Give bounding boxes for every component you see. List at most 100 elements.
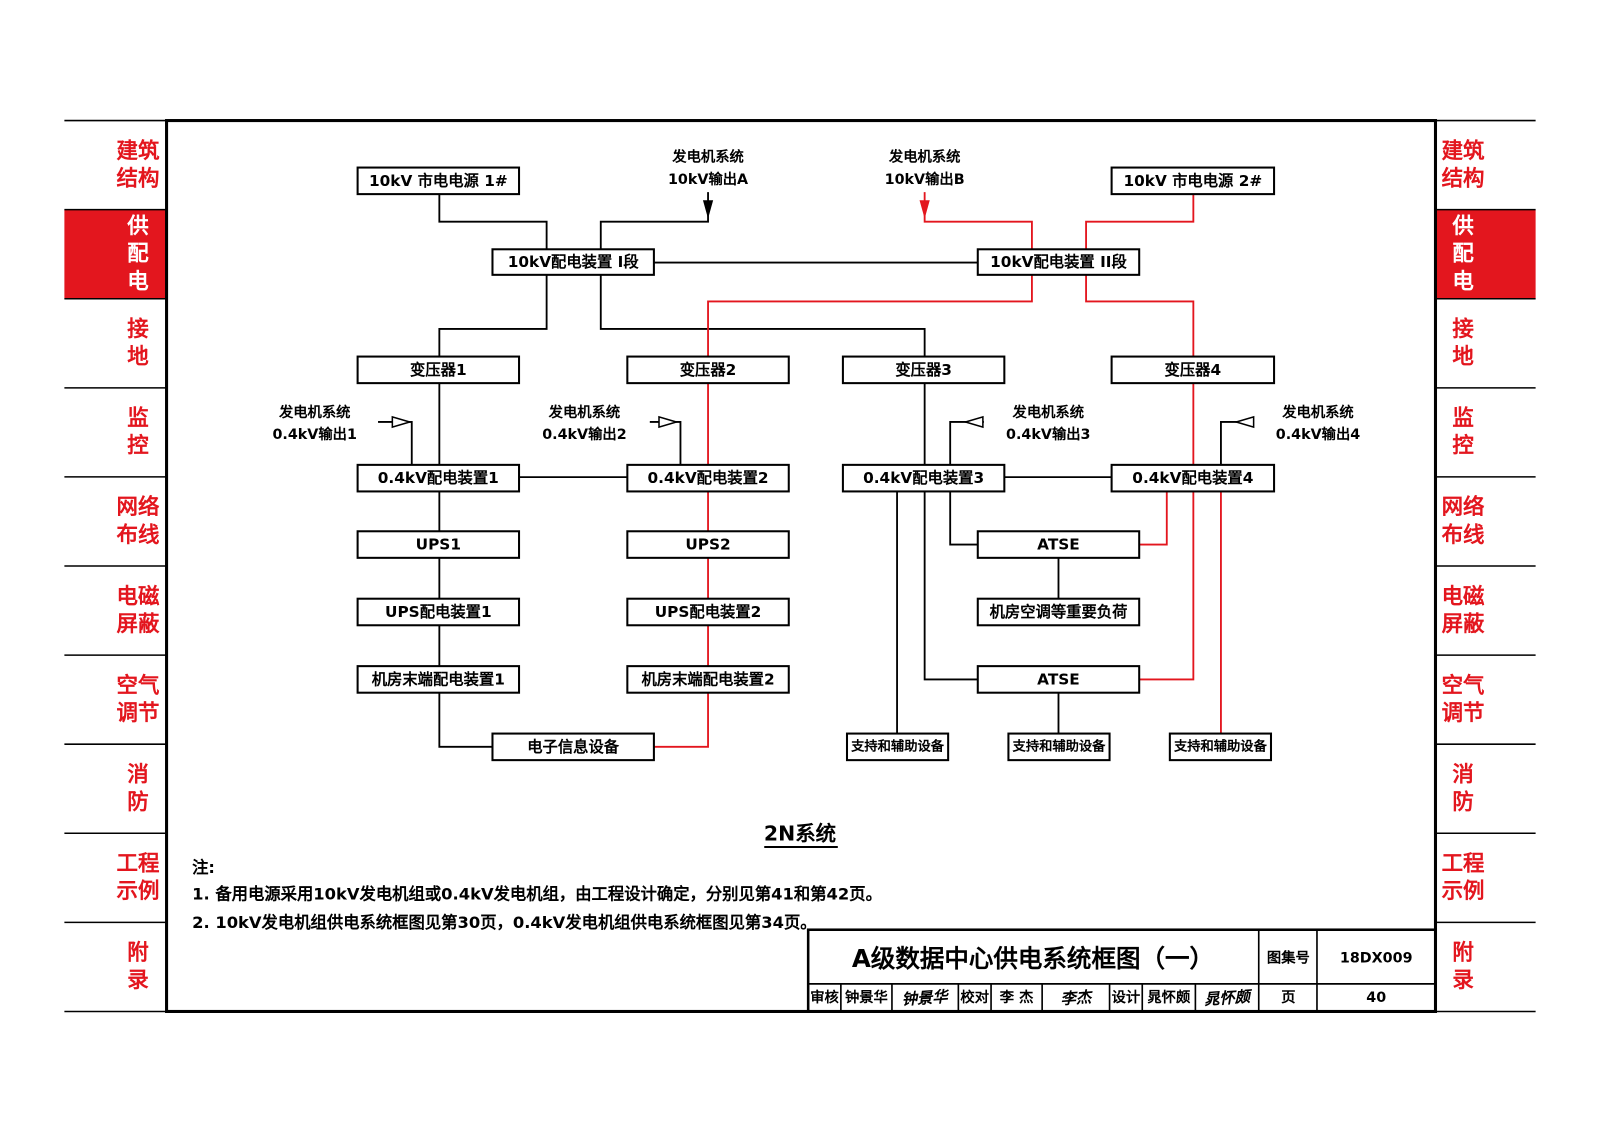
side-tab-label: 接 [1452, 317, 1474, 342]
system-title: 2N系统 [764, 822, 838, 848]
side-tab-label: 地 [127, 345, 149, 370]
side-tab-label: 调节 [1442, 701, 1485, 726]
utility-source-1: 10kV 市电电源 1# [356, 166, 521, 196]
arrow-down-icon [919, 200, 930, 219]
arrow-right-hollow-icon [391, 415, 413, 429]
wire-utility2-to-bus2 [1085, 194, 1195, 250]
note-item-2: 2. 10kV发电机组供电系统框图见第30页，0.4kV发电机组供电系统框图见第… [192, 913, 817, 932]
checker-signature: 李杰 [1060, 988, 1094, 1008]
gen-04kv-4-label-line1: 发电机系统 [1281, 403, 1353, 421]
drawing-frame [165, 119, 1438, 1013]
wire-lv4-to-atse2 [1139, 491, 1195, 681]
wire-gen04-1 [378, 421, 413, 465]
notes-heading: 注: [192, 858, 215, 877]
side-tab-label: 接 [127, 317, 149, 342]
mv-bus-1-label: 10kV配电装置 I段 [508, 253, 640, 271]
side-tab-label: 防 [127, 790, 148, 815]
side-tab-label: 空气 [1442, 672, 1485, 698]
side-tab-left-9: 附录 [127, 941, 149, 994]
support-equipment-3-label: 支持和辅助设备 [1173, 737, 1268, 754]
side-tab-label: 示例 [1442, 879, 1485, 904]
hvac-critical-load-label: 机房空调等重要负荷 [990, 603, 1128, 621]
side-tab-label: 供 [1451, 213, 1473, 239]
side-tab-label: 录 [1452, 968, 1474, 993]
gen-10kv-b-label-line1: 发电机系统 [888, 147, 960, 165]
side-tab-label: 控 [1452, 433, 1474, 459]
side-tab-label: 电 [127, 269, 149, 294]
atse-1: ATSE [976, 530, 1141, 559]
side-tab-label: 布线 [1442, 522, 1485, 548]
side-tab-label: 网络 [117, 494, 160, 520]
transformer-2: 变压器2 [626, 355, 790, 385]
ups-distribution-1: UPS配电装置1 [356, 597, 521, 627]
side-tab-label: 地 [1452, 345, 1474, 370]
arrow-left-hollow-icon [1233, 415, 1255, 429]
gen-04kv-1-label-line2: 0.4kV输出1 [272, 425, 356, 443]
wire-bus1-to-tx3 [599, 274, 926, 357]
transformer-1: 变压器1 [356, 355, 521, 385]
rack-distribution-1-label: 机房末端配电装置1 [372, 670, 505, 688]
gen-04kv-3-label-line2: 0.4kV输出3 [1006, 425, 1090, 443]
wire-rack1-to-it [438, 692, 493, 748]
lv-switchgear-4: 0.4kV配电装置4 [1110, 463, 1276, 493]
side-tab-label: 供 [126, 213, 148, 239]
lv-switchgear-1-label: 0.4kV配电装置1 [378, 469, 499, 487]
side-tab-label: 结构 [1442, 165, 1485, 191]
side-tab-label: 屏蔽 [1442, 612, 1485, 637]
ups-distribution-2-label: UPS配电装置2 [655, 603, 762, 621]
lv-switchgear-2-label: 0.4kV配电装置2 [648, 469, 769, 487]
page-number: 40 [1366, 990, 1386, 1006]
support-equipment-1-label: 支持和辅助设备 [850, 737, 945, 754]
transformer-4-label: 变压器4 [1165, 361, 1222, 379]
transformer-2-label: 变压器2 [680, 361, 737, 379]
design-label: 设计 [1112, 988, 1141, 1006]
atlas-number: 18DX009 [1340, 950, 1413, 966]
review-label: 审核 [810, 988, 839, 1006]
side-tab-label: 调节 [117, 701, 160, 726]
wire-lv3-to-atse1 [949, 491, 978, 546]
side-tab-label: 工程 [1442, 852, 1485, 877]
page-label: 页 [1281, 989, 1295, 1006]
side-tab-right-1: 供配电 [1435, 209, 1536, 299]
designer-signature: 晁怀颇 [1204, 987, 1254, 1008]
side-tab-left-2: 接地 [127, 317, 149, 370]
lv-switchgear-3-label: 0.4kV配电装置3 [863, 469, 984, 487]
wire-gen04-2 [649, 421, 682, 465]
it-equipment-label: 电子信息设备 [527, 738, 620, 756]
system-title-text: 2N系统 [764, 822, 836, 846]
side-tab-label: 工程 [117, 852, 160, 877]
drawing-title: A级数据中心供电系统框图（一） [852, 944, 1214, 973]
side-tab-label: 电磁 [1442, 583, 1485, 609]
wire-bus1-to-tx1 [438, 274, 548, 357]
notes: 注: 1. 备用电源采用10kV发电机组或0.4kV发电机组，由工程设计确定，分… [192, 858, 882, 932]
side-tab-active-fill [1435, 209, 1536, 299]
arrows [391, 200, 1255, 429]
transformer-1-label: 变压器1 [410, 361, 467, 379]
reviewer-signature: 钟景华 [901, 987, 951, 1008]
check-label: 校对 [960, 988, 989, 1006]
wire-gen04-4 [1220, 421, 1253, 465]
rack-distribution-2: 机房末端配电装置2 [626, 665, 790, 694]
side-tab-label: 消 [1452, 762, 1473, 787]
side-tab-label: 建筑 [1442, 138, 1485, 164]
side-tab-label: 电磁 [117, 583, 160, 609]
mv-bus-1: 10kV配电装置 I段 [491, 248, 655, 276]
title-block: A级数据中心供电系统框图（一） 图集号 18DX009 页 40 审核 钟景华 … [806, 928, 1437, 1013]
support-equipment-2: 支持和辅助设备 [1007, 732, 1111, 762]
side-tab-label: 配 [1452, 242, 1474, 267]
wire-bus2-to-tx2 [707, 274, 1033, 357]
utility-source-2-label: 10kV 市电电源 2# [1123, 172, 1262, 190]
ups-distribution-1-label: UPS配电装置1 [385, 603, 492, 621]
gen-04kv-2-label-line1: 发电机系统 [548, 403, 620, 421]
support-equipment-3: 支持和辅助设备 [1168, 732, 1273, 762]
side-tab-label: 监 [127, 405, 148, 431]
lv-switchgear-4-label: 0.4kV配电装置4 [1132, 469, 1253, 487]
side-tab-label: 防 [1452, 790, 1473, 815]
side-tab-label: 附 [1452, 941, 1474, 966]
